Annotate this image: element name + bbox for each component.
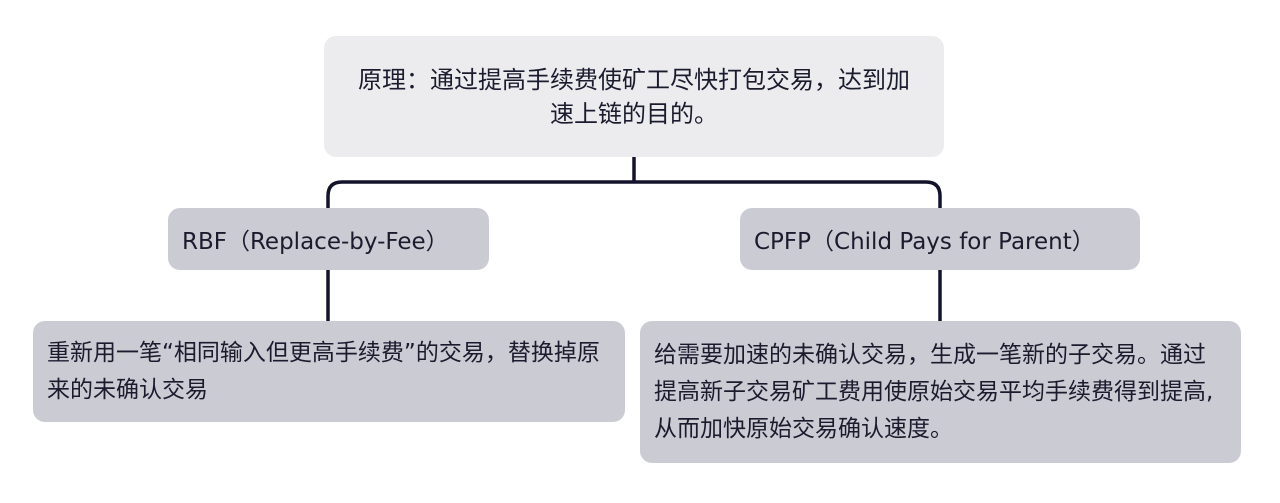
cpfp-label: CPFP（Child Pays for Parent） — [754, 229, 1095, 255]
cpfp-description: 给需要加速的未确认交易，生成一笔新的子交易。通过提高新子交易矿工费用使原始交易平… — [654, 341, 1214, 442]
rbf-description: 重新用一笔“相同输入但更高手续费”的交易，替换掉原来的未确认交易 — [47, 339, 600, 403]
rbf-node: RBF（Replace-by-Fee） — [168, 208, 489, 270]
root-to-branches-connector — [326, 155, 942, 210]
cpfp-description-node: 给需要加速的未确认交易，生成一笔新的子交易。通过提高新子交易矿工费用使原始交易平… — [640, 321, 1241, 463]
root-text: 原理：通过提高手续费使矿工尽快打包交易，达到加速上链的目的。 — [358, 65, 910, 128]
cpfp-node: CPFP（Child Pays for Parent） — [740, 208, 1140, 270]
root-node: 原理：通过提高手续费使矿工尽快打包交易，达到加速上链的目的。 — [324, 36, 944, 157]
rbf-description-node: 重新用一笔“相同输入但更高手续费”的交易，替换掉原来的未确认交易 — [33, 321, 625, 422]
rbf-label: RBF（Replace-by-Fee） — [182, 229, 449, 255]
